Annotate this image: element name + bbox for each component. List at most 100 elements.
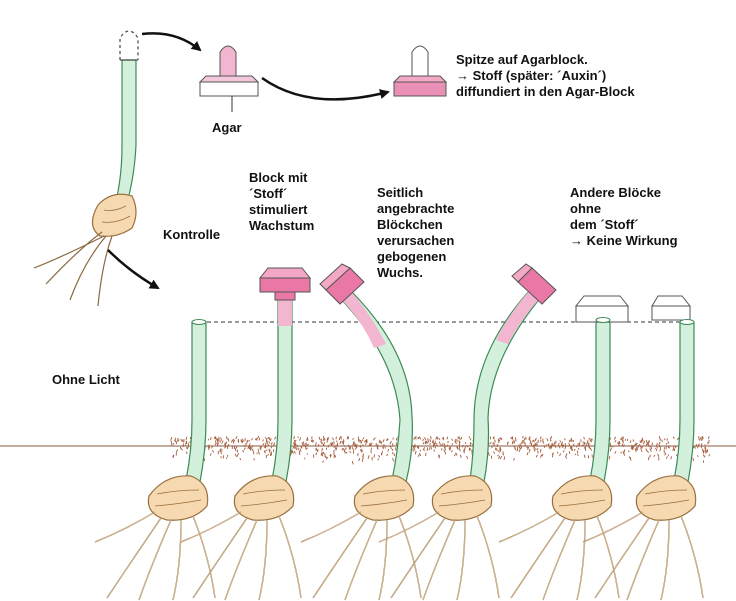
caption-line: Blöckchen	[377, 217, 454, 233]
soil-speck	[323, 461, 324, 463]
soil-speck	[363, 437, 364, 439]
caption-line: Block mit	[249, 170, 314, 186]
soil-speck	[259, 438, 260, 441]
soil-speck	[353, 442, 354, 445]
soil-speck	[470, 438, 471, 440]
soil-speck	[536, 448, 537, 450]
soil-speck	[521, 447, 522, 449]
soil-speck	[610, 448, 611, 451]
soil-speck	[436, 437, 437, 440]
soil-speck	[221, 437, 222, 440]
soil-speck	[514, 458, 515, 460]
soil-speck	[383, 439, 384, 442]
soil-speck	[322, 442, 323, 444]
soil-speck	[333, 438, 334, 441]
soil-speck	[263, 440, 264, 442]
soil-speck	[709, 454, 710, 456]
soil-speck	[187, 447, 188, 449]
soil-speck	[562, 444, 563, 447]
soil-speck	[527, 447, 528, 449]
tip-on-auxin-block	[394, 46, 446, 96]
soil-speck	[294, 436, 295, 439]
soil-speck	[536, 455, 537, 457]
soil-speck	[413, 449, 414, 452]
soil-speck	[646, 440, 647, 443]
soil-speck	[217, 444, 218, 446]
soil-speck	[374, 454, 375, 457]
soil-speck	[658, 454, 659, 457]
soil-speck	[467, 456, 468, 459]
soil-speck	[615, 440, 616, 442]
soil-speck	[296, 447, 297, 450]
soil-speck	[618, 443, 619, 446]
soil-speck	[535, 438, 536, 441]
soil-speck	[652, 443, 653, 445]
soil-speck	[334, 452, 335, 455]
soil-speck	[414, 437, 415, 440]
soil-speck	[375, 438, 376, 440]
soil-speck	[236, 447, 237, 449]
soil-speck	[560, 453, 561, 456]
soil-speck	[565, 438, 566, 440]
soil-speck	[648, 444, 649, 447]
soil-speck	[439, 442, 440, 445]
soil-speck	[705, 444, 706, 446]
soil-speck	[378, 459, 379, 461]
soil-speck	[584, 455, 585, 458]
soil-speck	[271, 452, 272, 454]
soil-speck	[424, 449, 425, 451]
soil-speck	[259, 451, 260, 455]
soil-speck	[623, 444, 624, 447]
soil-speck	[550, 440, 551, 442]
soil-speck	[335, 447, 336, 449]
soil-speck	[673, 437, 674, 439]
soil-speck	[570, 446, 571, 449]
soil-speck	[390, 441, 391, 444]
soil-speck	[569, 440, 570, 443]
soil-speck	[233, 441, 234, 444]
caption-line: ohne	[570, 201, 678, 217]
soil-speck	[387, 454, 388, 456]
removed-tip-outline	[120, 31, 138, 60]
caption-line: → Stoff (später: ´Auxin´)	[456, 68, 635, 84]
tip-on-block-caption: Spitze auf Agarblock. → Stoff (später: ´…	[456, 52, 635, 100]
soil-speck	[521, 442, 522, 444]
soil-speck	[236, 436, 238, 439]
soil-speck	[538, 451, 539, 454]
soil-speck	[318, 444, 319, 446]
soil-speck	[335, 454, 336, 457]
soil-speck	[182, 439, 183, 441]
side-blocks-caption: Seitlich angebrachte Blöckchen verursach…	[377, 185, 454, 281]
soil-speck	[319, 437, 320, 440]
soil-speck	[176, 449, 177, 452]
soil-speck	[352, 447, 354, 450]
caption-line: → Keine Wirkung	[570, 233, 678, 249]
soil-speck	[547, 438, 548, 441]
soil-speck	[232, 440, 233, 443]
other-blocks-caption: Andere Blöcke ohne dem ´Stoff´ → Keine W…	[570, 185, 678, 249]
soil-speck	[619, 441, 620, 444]
soil-speck	[702, 449, 703, 452]
soil-speck	[352, 461, 353, 464]
soil-speck	[533, 445, 534, 447]
soil-speck	[569, 443, 570, 446]
soil-speck	[176, 441, 177, 444]
soil-speck	[532, 441, 533, 443]
soil-speck	[212, 450, 213, 452]
soil-speck	[529, 449, 530, 452]
soil-speck	[537, 442, 538, 445]
soil-speck	[629, 456, 630, 458]
soil-speck	[313, 440, 314, 442]
soil-speck	[327, 438, 328, 441]
soil-speck	[701, 439, 702, 441]
soil-speck	[316, 442, 317, 445]
soil-speck	[244, 448, 245, 450]
soil-speck	[215, 443, 217, 445]
soil-speck	[586, 443, 587, 446]
soil-speck	[676, 454, 677, 456]
soil-speck	[590, 438, 591, 441]
soil-speck	[393, 458, 394, 461]
soil-speck	[552, 455, 553, 457]
soil-speck	[524, 438, 525, 441]
soil-speck	[694, 447, 695, 449]
